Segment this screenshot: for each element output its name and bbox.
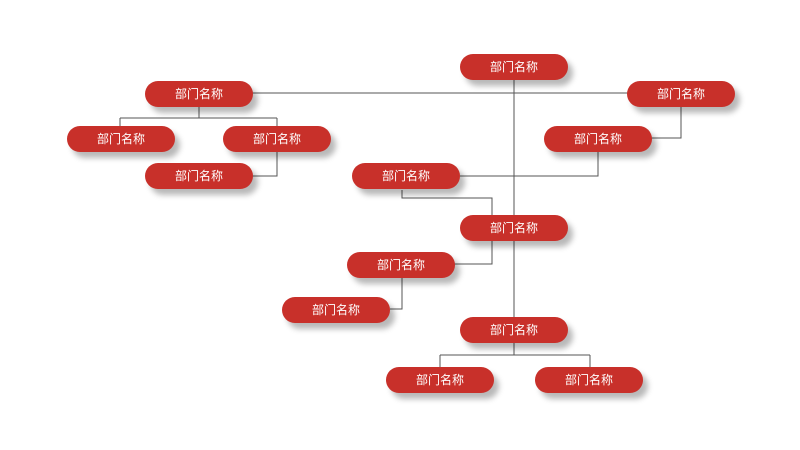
connector-line xyxy=(460,152,599,177)
node-left-child-2: 部门名称 xyxy=(223,126,331,152)
node-lower-center: 部门名称 xyxy=(460,317,568,343)
connector-line xyxy=(390,278,403,310)
node-lower-left-child: 部门名称 xyxy=(282,297,390,323)
node-center: 部门名称 xyxy=(460,215,568,241)
node-left-child-1: 部门名称 xyxy=(67,126,175,152)
node-right-child: 部门名称 xyxy=(544,126,652,152)
node-bottom-right: 部门名称 xyxy=(535,367,643,393)
node-bottom-left: 部门名称 xyxy=(386,367,494,393)
node-left-grandchild: 部门名称 xyxy=(145,163,253,189)
node-top: 部门名称 xyxy=(460,54,568,80)
node-left-main: 部门名称 xyxy=(145,81,253,107)
connector-line xyxy=(651,107,682,139)
node-lower-left: 部门名称 xyxy=(347,252,455,278)
node-right-main: 部门名称 xyxy=(627,81,735,107)
node-middle-left: 部门名称 xyxy=(352,163,460,189)
connector-line xyxy=(401,190,493,215)
connector-line xyxy=(454,241,493,265)
connector-line xyxy=(252,152,278,177)
